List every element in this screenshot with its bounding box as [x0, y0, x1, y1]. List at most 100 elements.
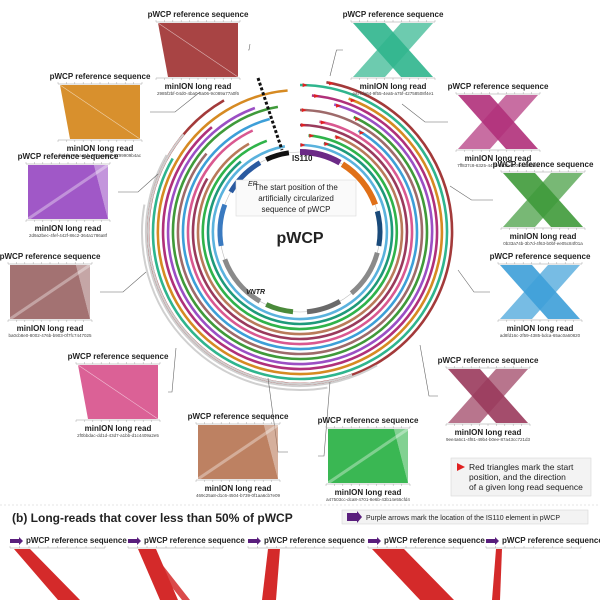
read-label: minION long read — [35, 224, 102, 233]
gray-gene — [349, 251, 380, 296]
red-triangle-icon — [457, 463, 465, 471]
legend-red-line-3: of a given long read sequence — [469, 482, 583, 492]
read-ring — [156, 89, 444, 376]
alignment-block — [94, 165, 108, 219]
connector-line — [449, 185, 493, 201]
alignment-block — [372, 549, 454, 600]
read-id: ea7fda64-9f55-4ea5-a75f-42758508f4e1 — [352, 91, 434, 96]
legend-red-line-1: Red triangles mark the start — [469, 462, 574, 472]
short-read-panel: pWCP reference sequence — [485, 536, 600, 600]
ref-label: pWCP reference sequence — [18, 152, 119, 161]
ref-label: pWCP reference sequence — [343, 10, 444, 19]
gray-gene — [306, 299, 342, 315]
blue-gene — [374, 210, 383, 247]
read-label: minION long read — [165, 82, 232, 91]
read-id: 7ff837c8-6325-4475-8d1b-b009ccb8fa8e — [457, 163, 539, 168]
start-triangle-icon — [335, 135, 341, 140]
ref-label: pWCP reference sequence — [318, 416, 419, 425]
alignment-seam — [327, 427, 409, 485]
partial-ring — [144, 154, 378, 388]
partial-ring — [147, 133, 353, 385]
start-triangle-icon — [309, 133, 315, 138]
read-ring — [171, 105, 429, 361]
alignment-panel: pWCP reference sequence minION long read2… — [148, 10, 249, 96]
plasmid-name: pWCP — [276, 230, 323, 247]
connector-line — [329, 49, 343, 77]
read-id: ba0cb8e0-8002-476b-b903-0f7fc7447025 — [8, 333, 92, 338]
start-triangle-icon — [301, 123, 307, 128]
ref-label: pWCP reference sequence — [68, 352, 169, 361]
connector-line — [100, 271, 147, 293]
short-read-panel: pWCP reference sequence — [9, 536, 127, 600]
ref-label: pWCP reference sequence — [264, 536, 365, 545]
orange-gene — [340, 161, 379, 206]
read-id: 2985f2bf-04d0-4ba0-8a06-9c089a77a0f6 — [157, 91, 240, 96]
gray-gene — [222, 258, 262, 304]
alignment-block — [500, 265, 580, 319]
read-label: minION long read — [465, 154, 532, 163]
alignment-block — [14, 549, 80, 600]
read-label: minION long read — [67, 144, 134, 153]
read-ring — [166, 103, 434, 366]
alignment-block — [28, 165, 108, 219]
alignment-block — [138, 549, 178, 600]
start-triangle-icon — [324, 142, 330, 147]
ref-label: pWCP reference sequence — [50, 72, 151, 81]
alignment-block — [76, 265, 90, 319]
is110-gene — [299, 148, 342, 166]
alignment-panel: pWCP reference sequence minION long reada… — [318, 416, 419, 502]
is110-arrow-icon — [486, 537, 499, 545]
short-read-panel: pWCP reference sequence — [367, 536, 485, 600]
ref-label: pWCP reference sequence — [438, 356, 539, 365]
partial-ring — [141, 204, 328, 391]
alignment-block — [458, 95, 538, 149]
ref-label: pWCP reference sequence — [0, 252, 101, 261]
read-ring — [181, 117, 419, 351]
start-triangle-icon — [320, 120, 326, 125]
read-label: minION long read — [17, 324, 84, 333]
connector-line — [318, 381, 331, 457]
start-triangle-icon — [329, 81, 335, 86]
read-label: minION long read — [335, 488, 402, 497]
start-triangle-icon — [301, 108, 307, 113]
start-note-line-3: sequence of pWCP — [262, 205, 331, 214]
alignment-block — [198, 425, 278, 479]
legend-red-line-2: position, and the direction — [469, 472, 566, 482]
legend-red-box: Red triangles mark the start position, a… — [450, 457, 592, 497]
alignment-block — [142, 549, 190, 600]
ep-label: EP — [248, 181, 258, 188]
connector-line — [168, 347, 177, 393]
vntr-label: VNTR — [246, 289, 265, 296]
read-id: a47503cc-dca8-4701-8e6b-43b14e55cfd4 — [326, 497, 410, 502]
start-triangle-icon — [314, 94, 320, 99]
alignment-block — [328, 429, 408, 483]
section-b-title: (b) Long-reads that cover less than 50% … — [12, 511, 293, 525]
coverage-rings — [141, 77, 454, 391]
start-marker — [256, 77, 284, 151]
read-label: minION long read — [510, 232, 577, 241]
ref-label: pWCP reference sequence — [144, 536, 245, 545]
connector-line — [457, 269, 490, 293]
ep-gene — [265, 150, 290, 162]
read-ring — [151, 83, 449, 381]
green-gene — [265, 302, 294, 315]
read-ring — [191, 123, 409, 341]
ref-label: pWCP reference sequence — [384, 536, 485, 545]
alignment-block — [264, 425, 278, 479]
read-ring — [161, 94, 439, 371]
ref-label: pWCP reference sequence — [148, 10, 249, 19]
read-id: 469c25a8-d1c6-4504-b739-0f1aa6cb7e09 — [196, 493, 281, 498]
read-id: ad8fd16c-2f59-4385-bdca-65ac0a60820 — [500, 333, 581, 338]
is110-arrow-icon — [368, 537, 381, 545]
connector-line — [419, 344, 438, 397]
connector-line — [248, 43, 251, 51]
read-ring — [211, 143, 389, 321]
read-id: 2d9a2bec-4fef-442f-86c2-364a1786a8f — [29, 233, 108, 238]
ref-label: pWCP reference sequence — [493, 160, 594, 169]
